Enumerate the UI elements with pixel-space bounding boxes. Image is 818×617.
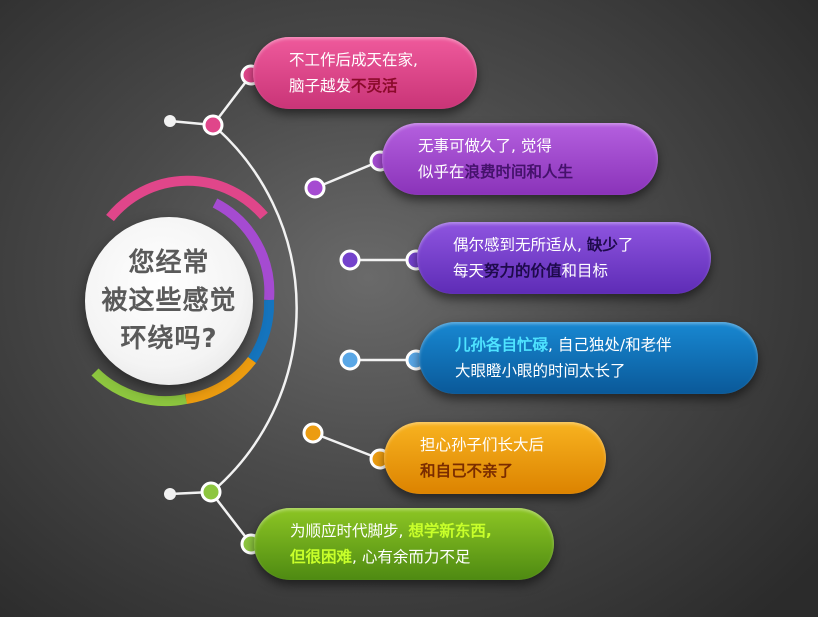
bubble-text: 每天 <box>453 262 485 280</box>
bubble-text: , 自己独处/和老伴 <box>548 336 672 354</box>
bubble-line: 每天努力的价值和目标 <box>453 258 711 284</box>
ring-arc-orange <box>185 356 256 404</box>
bubble-text: 不工作后成天在家, <box>289 51 418 69</box>
bubble-line: 大眼瞪小眼的时间太长了 <box>455 358 758 384</box>
bubble-line: 为顺应时代脚步, 想学新东西, <box>290 518 554 544</box>
feeling-bubble-4: 儿孙各自忙碌, 自己独处/和老伴 大眼瞪小眼的时间太长了 <box>419 322 758 394</box>
main-arc <box>212 124 298 492</box>
ring-arc-pink <box>106 175 268 222</box>
bubble-text: 大眼瞪小眼的时间太长了 <box>455 362 626 380</box>
bubble-text: 无事可做久了, 觉得 <box>418 137 552 155</box>
bubble-line: 担心孙子们长大后 <box>420 432 606 458</box>
ring-arc-green <box>91 368 188 407</box>
feeling-bubble-3: 偶尔感到无所适从, 缺少了 每天努力的价值和目标 <box>417 222 711 294</box>
bubble-text: 似乎在 <box>418 163 465 181</box>
bubble-text: , 心有余而力不足 <box>352 548 471 566</box>
bubble-line: 脑子越发不灵活 <box>289 73 477 99</box>
bubble-text: 担心孙子们长大后 <box>420 436 545 454</box>
top-stub-dot <box>164 115 176 127</box>
bubble-text: 脑子越发 <box>289 77 352 95</box>
bubble-text: 为顺应时代脚步, <box>290 522 409 540</box>
bubble-line: 无事可做久了, 觉得 <box>418 133 658 159</box>
bubble-line: 儿孙各自忙碌, 自己独处/和老伴 <box>455 332 758 358</box>
bubble-line: 似乎在浪费时间和人生 <box>418 159 658 185</box>
bubble-line: 和自己不亲了 <box>420 458 606 484</box>
node-arc-6 <box>200 481 222 503</box>
connector-2 <box>314 159 381 190</box>
node-arc-5 <box>302 422 324 444</box>
bubble-line: 不工作后成天在家, <box>289 47 477 73</box>
bubble-text: 和目标 <box>561 262 609 280</box>
highlight-text: 但很困难 <box>290 548 353 566</box>
ring-arc-purple <box>212 198 275 301</box>
center-ring <box>91 175 275 407</box>
ring-arc-blue <box>247 299 275 363</box>
node-arc-3 <box>339 249 361 271</box>
highlight-text: 想学新东西, <box>408 522 492 540</box>
bubble-line: 偶尔感到无所适从, 缺少了 <box>453 232 711 258</box>
bubble-text: 了 <box>617 236 634 254</box>
connector-5 <box>312 431 381 461</box>
feeling-bubble-6: 为顺应时代脚步, 想学新东西, 但很困难, 心有余而力不足 <box>254 508 554 580</box>
highlight-text: 缺少 <box>586 236 618 254</box>
connectors <box>210 74 416 545</box>
feeling-bubble-5: 担心孙子们长大后 和自己不亲了 <box>384 422 606 494</box>
node-arc-2 <box>304 177 326 199</box>
node-arc-4 <box>339 349 361 371</box>
center-line-3: 环绕吗? <box>120 324 218 354</box>
feeling-bubble-2: 无事可做久了, 觉得 似乎在浪费时间和人生 <box>382 123 658 195</box>
highlight-text: 努力的价值 <box>484 262 562 280</box>
center-line-1: 您经常 <box>128 248 210 278</box>
center-question: 您经常 被这些感觉 环绕吗? <box>85 217 253 385</box>
highlight-text: 浪费时间和人生 <box>464 163 574 181</box>
highlight-text: 和自己不亲了 <box>420 462 514 480</box>
highlight-text: 不灵活 <box>351 77 398 95</box>
node-arc-1 <box>202 114 224 136</box>
highlight-text: 儿孙各自忙碌 <box>455 336 549 354</box>
center-line-2: 被这些感觉 <box>101 286 237 316</box>
feeling-bubble-1: 不工作后成天在家, 脑子越发不灵活 <box>253 37 477 109</box>
connector-6 <box>210 491 252 545</box>
bubble-line: 但很困难, 心有余而力不足 <box>290 544 554 570</box>
bottom-stub-dot <box>164 488 176 500</box>
bubble-text: 偶尔感到无所适从, <box>453 236 587 254</box>
